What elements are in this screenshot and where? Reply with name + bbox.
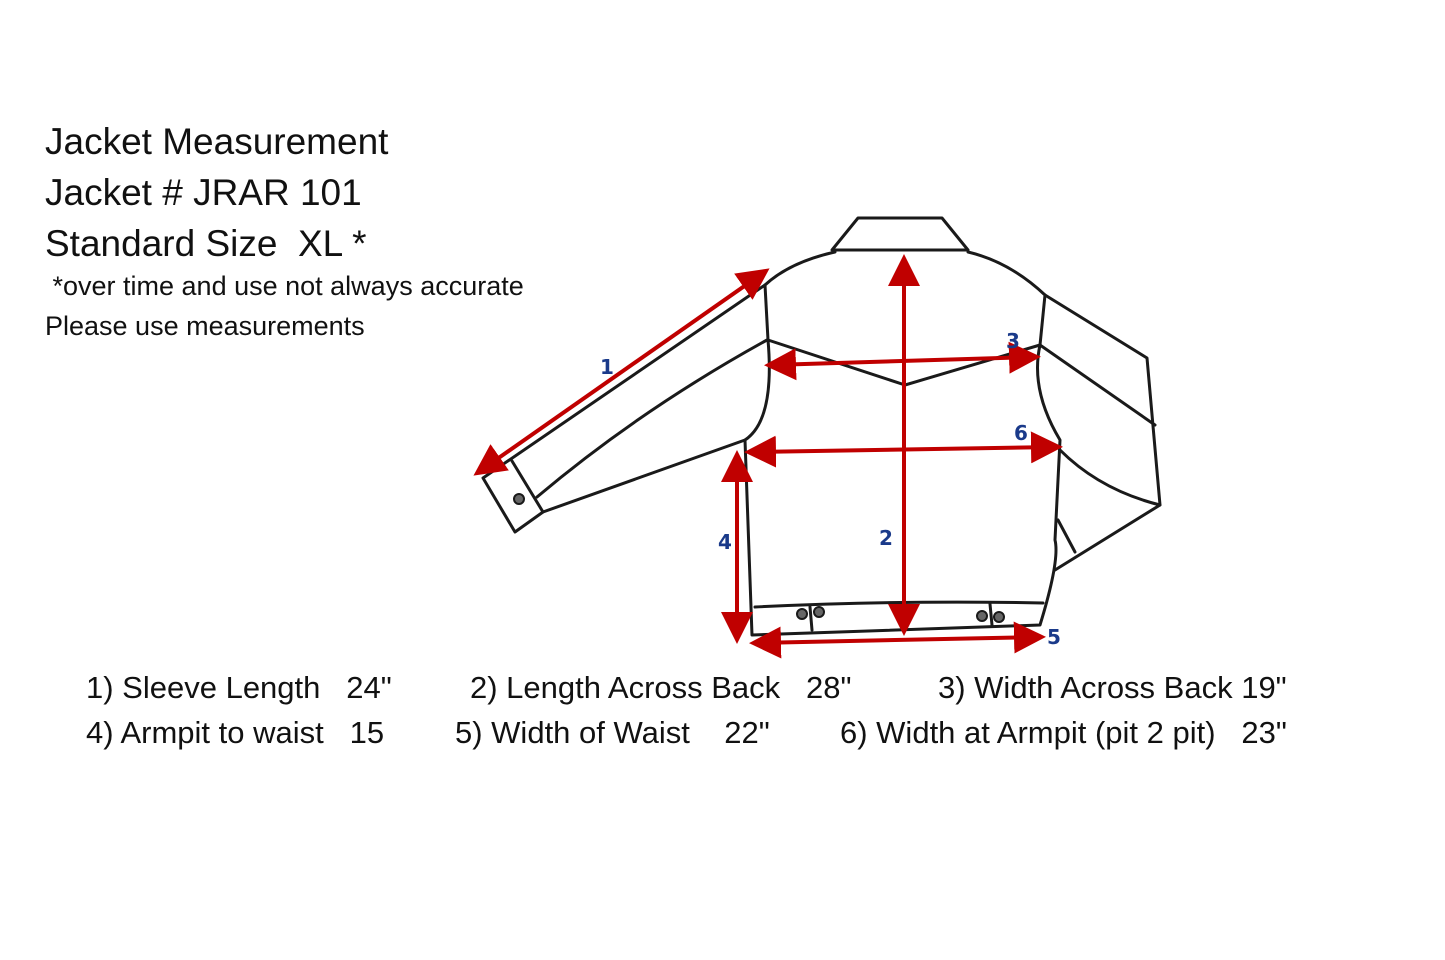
buttons	[513, 493, 1005, 623]
waist-button-icon	[796, 608, 808, 620]
measurement-note: Please use measurements	[45, 311, 365, 341]
arrow-width-waist	[749, 621, 1046, 659]
measurement-width-waist: 5) Width of Waist 22"	[455, 715, 770, 750]
label-6: 6	[1014, 421, 1028, 445]
measurement-length-back: 2) Length Across Back 28"	[470, 670, 852, 705]
measurement-armpit-waist: 4) Armpit to waist 15	[86, 715, 385, 750]
arrow-width-armpit	[744, 431, 1063, 468]
measurement-sleeve-length: 1) Sleeve Length 24"	[86, 670, 392, 705]
size-label: Standard Size XL *	[45, 223, 367, 264]
arrow-sleeve-length	[473, 268, 770, 476]
waist-button-icon	[993, 611, 1005, 623]
measurement-width-armpit: 6) Width at Armpit (pit 2 pit) 23"	[840, 715, 1287, 750]
label-3: 3	[1006, 329, 1020, 353]
waist-button-icon	[813, 606, 825, 618]
label-5: 5	[1047, 625, 1061, 649]
label-2: 2	[879, 526, 893, 550]
waist-button-icon	[976, 610, 988, 622]
accuracy-note: *over time and use not always accurate	[45, 271, 524, 301]
arrow-width-back	[764, 341, 1041, 381]
label-1: 1	[600, 355, 614, 379]
label-4: 4	[718, 530, 732, 554]
jacket-number: Jacket # JRAR 101	[45, 172, 362, 213]
page-title: Jacket Measurement	[45, 121, 389, 162]
cuff-button-icon	[513, 493, 525, 505]
jacket-outline	[481, 216, 1162, 637]
measurement-width-back: 3) Width Across Back 19"	[938, 670, 1287, 705]
